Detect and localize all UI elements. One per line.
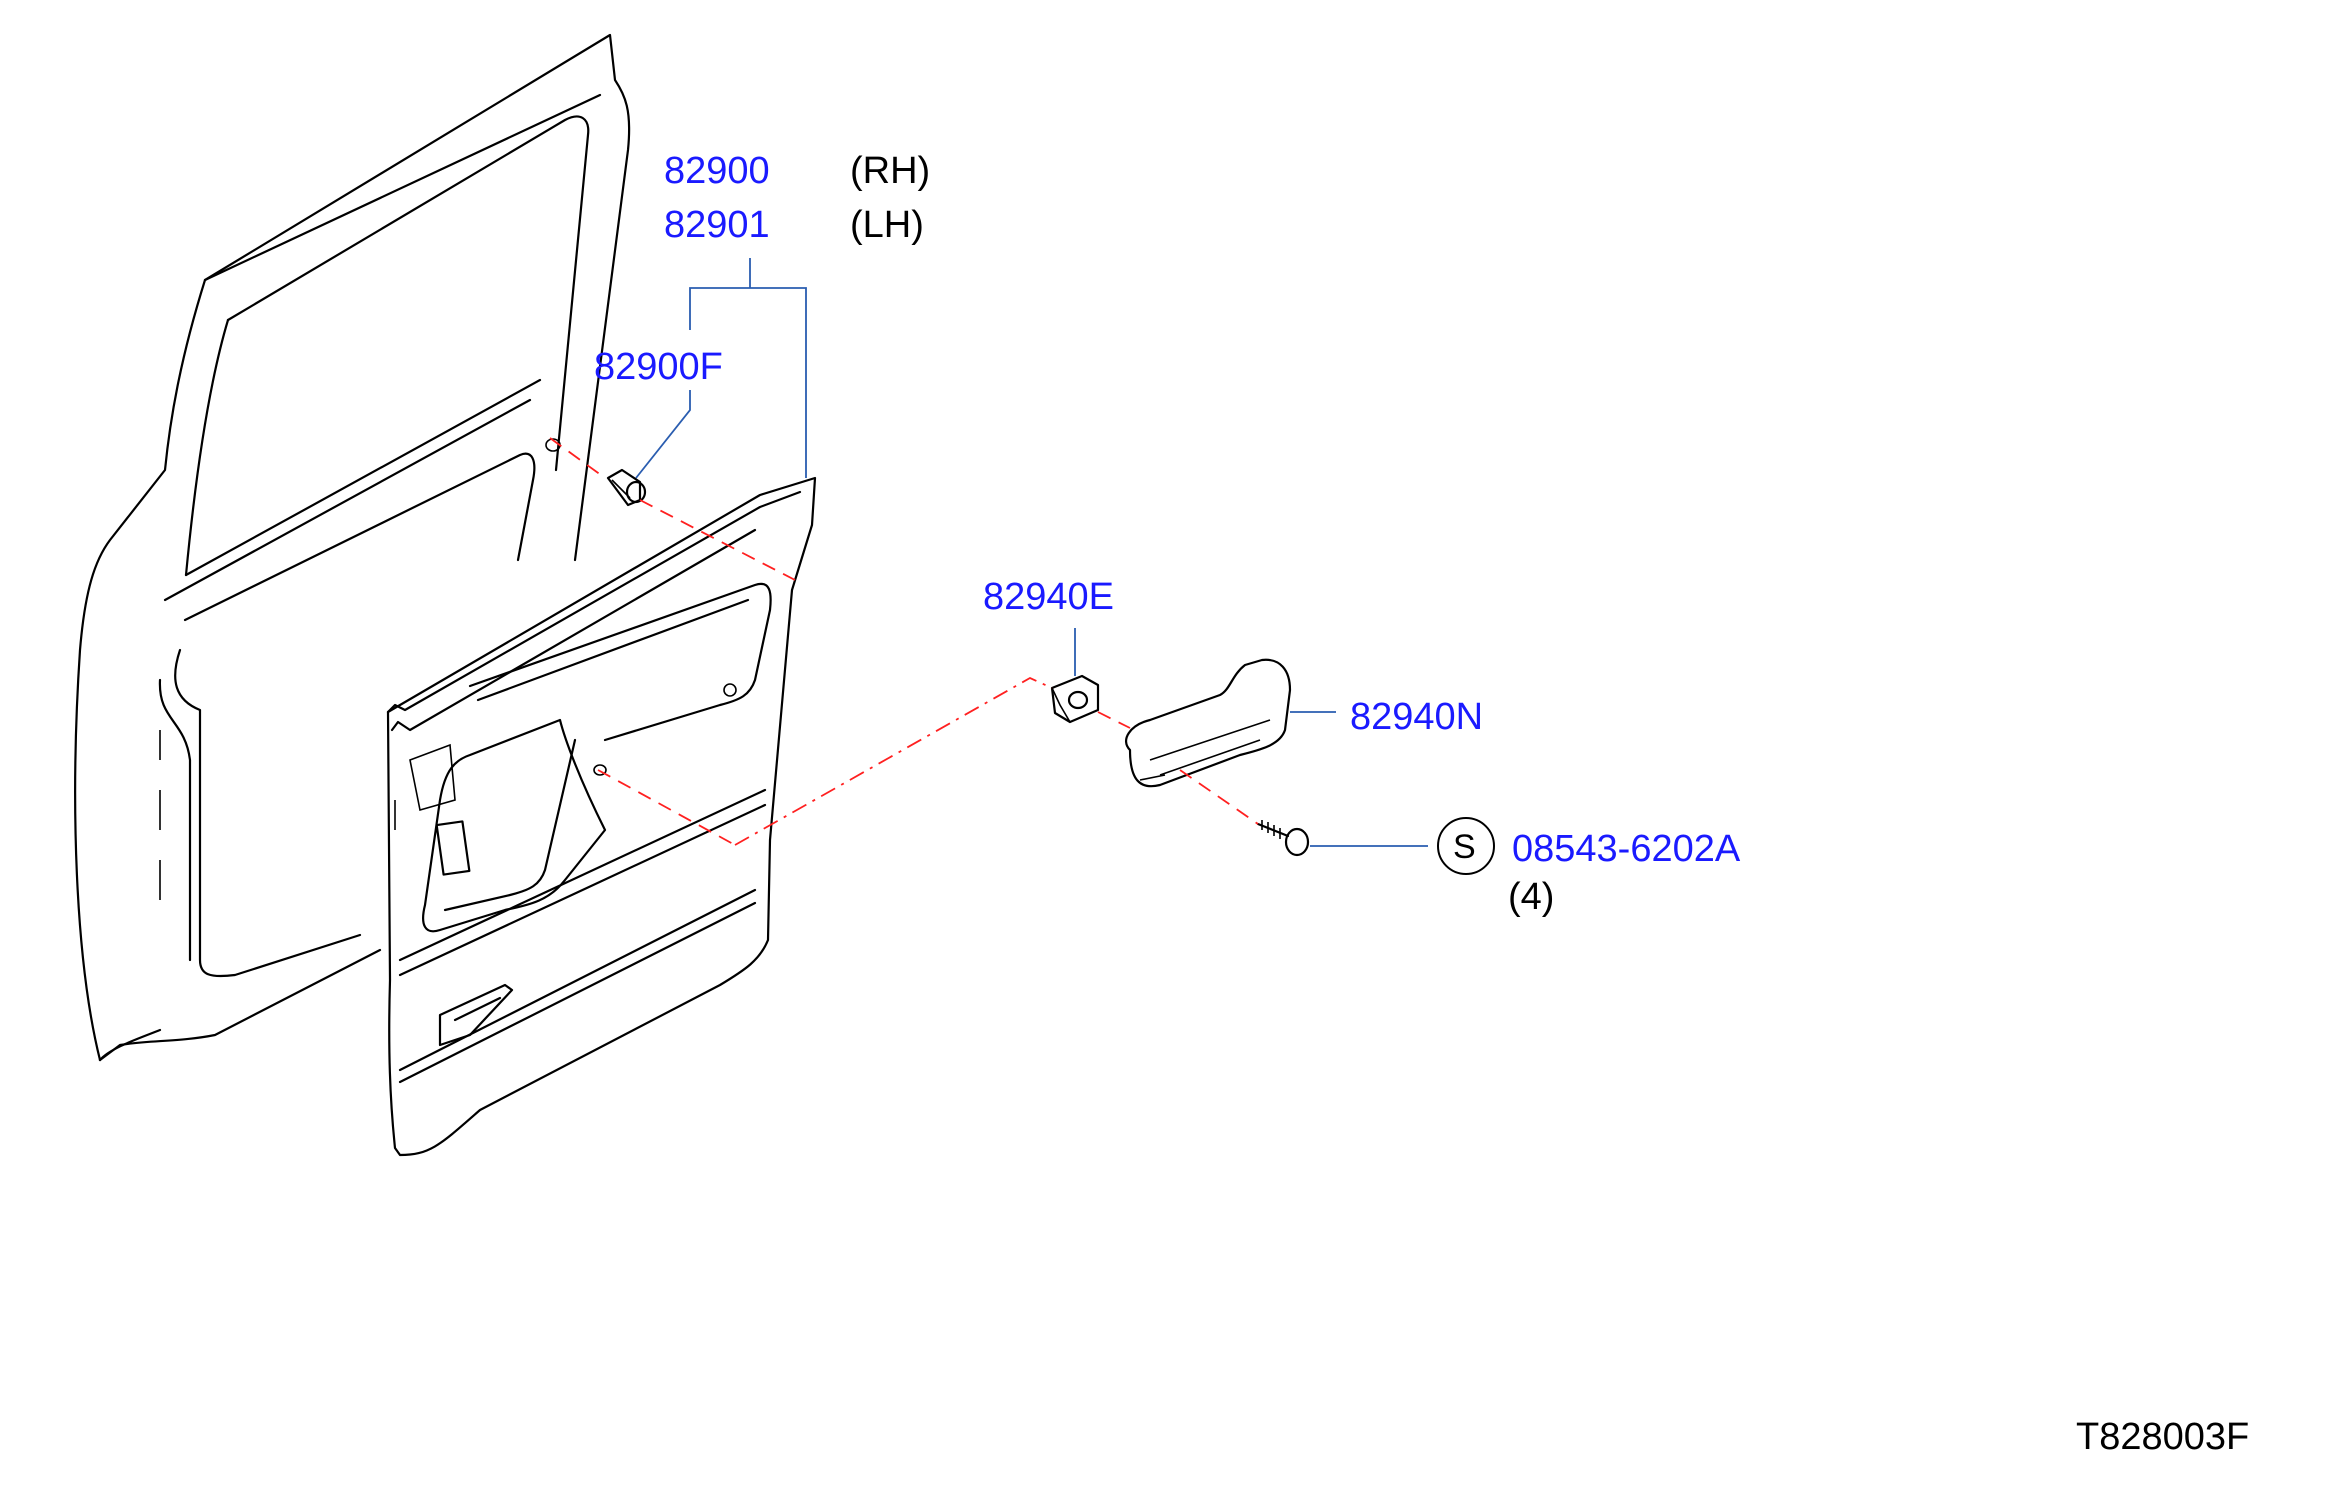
screw-symbol: S	[1453, 828, 1476, 866]
assembly-lines	[549, 437, 1259, 846]
clip-part-number[interactable]: 82900F	[594, 346, 723, 388]
handle-bracket-part	[1050, 674, 1100, 724]
bracket-part-number[interactable]: 82940E	[983, 576, 1115, 618]
trim-clip-part	[606, 468, 647, 507]
pull-handle-part	[1125, 658, 1292, 788]
trim-rh-part-number[interactable]: 82900	[664, 150, 770, 192]
screw-quantity: (4)	[1508, 876, 1555, 918]
trim-lh-side-label: (LH)	[850, 204, 924, 246]
figure-code: T828003F	[2076, 1416, 2250, 1458]
screw-part	[1256, 820, 1310, 857]
door-shell	[74, 33, 631, 1062]
leader-lines	[635, 258, 1428, 847]
screw-symbol-circle	[1437, 817, 1495, 875]
trim-rh-side-label: (RH)	[850, 150, 931, 192]
pull-handle-part-number[interactable]: 82940N	[1350, 696, 1484, 738]
trim-lh-part-number[interactable]: 82901	[664, 204, 770, 246]
door-trim-panel	[386, 476, 817, 1157]
screw-part-number[interactable]: 08543-6202A	[1512, 828, 1741, 870]
